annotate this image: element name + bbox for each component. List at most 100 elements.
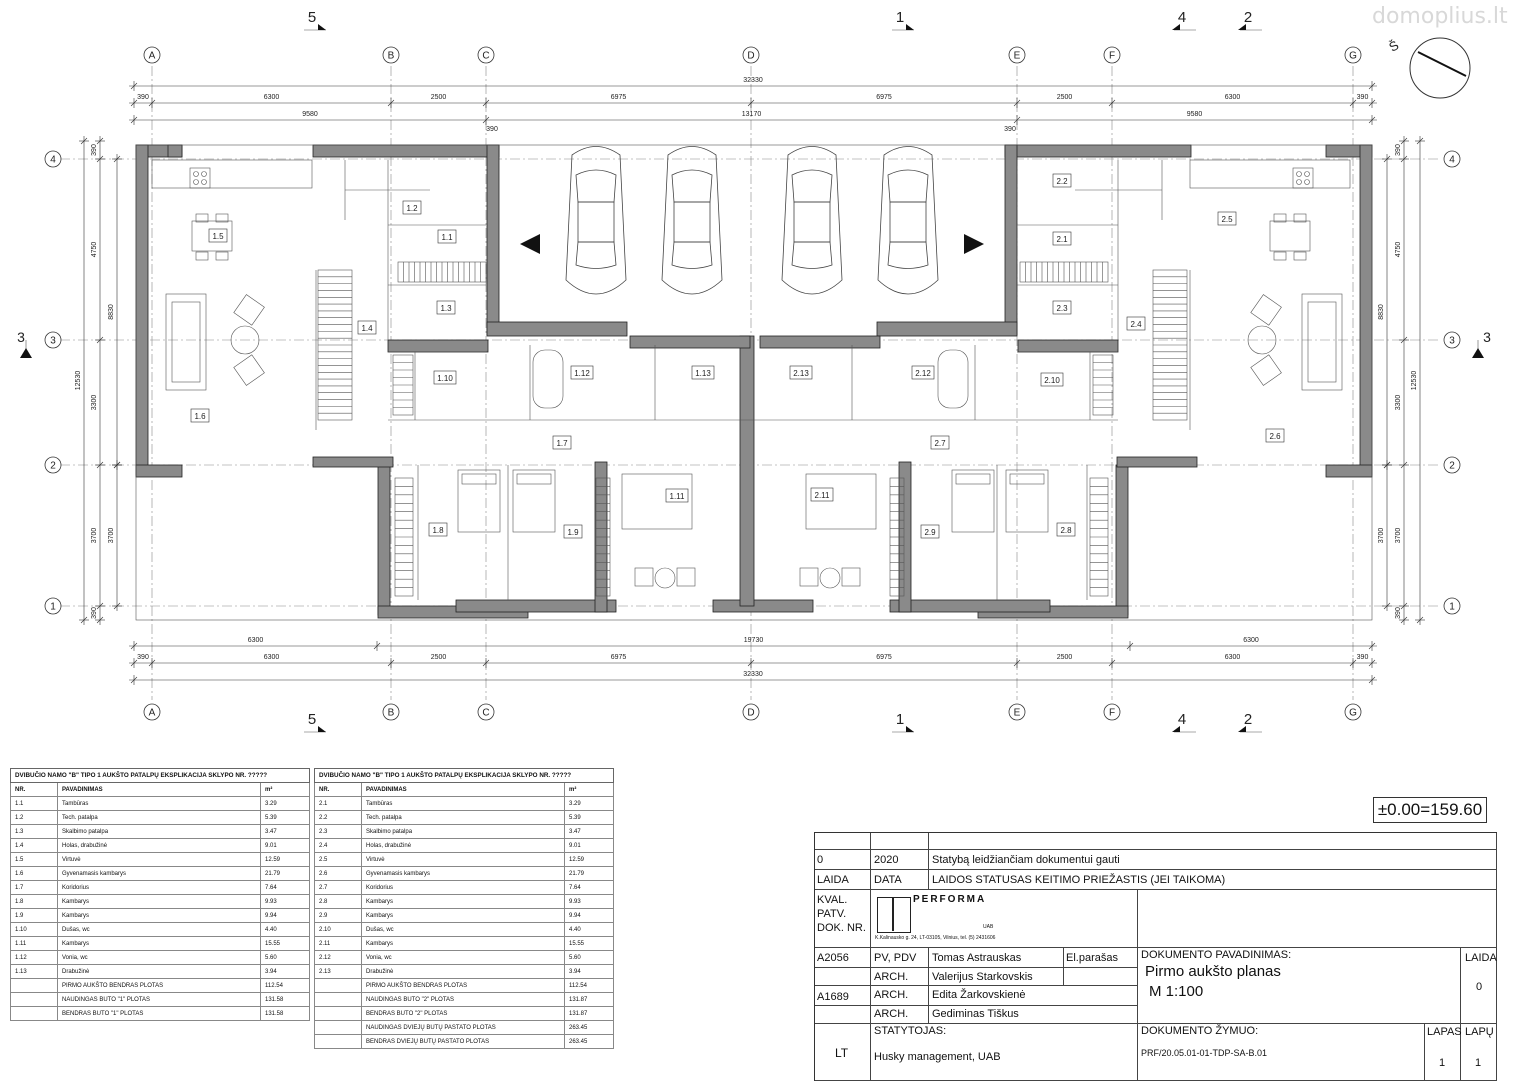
chair <box>1273 213 1287 223</box>
double-bed <box>621 473 693 530</box>
table-cell: 2.6 <box>314 866 362 881</box>
room-label: 2.11 <box>815 491 831 500</box>
wall <box>377 464 391 616</box>
table-cell: PIRMO AUKŠTO BENDRAS PLOTAS <box>361 978 565 993</box>
dining-table <box>191 220 233 252</box>
table-cell: 7.64 <box>260 880 310 895</box>
bed <box>951 469 995 533</box>
armchair <box>1250 294 1282 326</box>
dimension-label: 390 <box>137 654 149 661</box>
room-label: 2.12 <box>915 369 931 378</box>
table-cell: 21.79 <box>564 866 614 881</box>
section-arrow-icon <box>906 24 914 30</box>
car-rear-window <box>791 241 833 269</box>
wall <box>135 144 149 476</box>
dimension-label: 6300 <box>264 94 280 101</box>
armchair <box>1250 354 1282 386</box>
dim-tick <box>1108 659 1116 667</box>
car-rear-window <box>887 241 929 269</box>
table-cell: 9.93 <box>564 894 614 909</box>
dim-tick <box>1400 602 1408 610</box>
car-windshield <box>887 169 929 203</box>
room-schedule-apartment-1: DVIBUČIO NAMO "B" TIPO 1 AUKŠTO PATALPŲ … <box>10 768 310 1021</box>
section-mark-label: 1 <box>896 9 904 26</box>
builder-label: STATYTOJAS: <box>874 1025 947 1037</box>
room-label: 2.5 <box>1221 215 1233 224</box>
designer-role-1: PV, PDV <box>874 952 917 964</box>
section-mark-label: 5 <box>308 711 316 728</box>
table-cell: 3.47 <box>564 824 614 839</box>
company-address: K.Kalinausko g. 24, LT-03105, Vilnius, t… <box>875 935 996 941</box>
table-cell: 1.1 <box>10 796 58 811</box>
table-cell: 131.58 <box>260 992 310 1007</box>
room-tag <box>691 365 715 380</box>
dim-tick <box>1108 99 1116 107</box>
wall <box>1017 339 1119 353</box>
dim-tick <box>482 116 490 124</box>
table-cell: Skalbimo patalpa <box>57 824 261 839</box>
table-cell: 21.79 <box>260 866 310 881</box>
wall <box>1325 464 1373 478</box>
table-cell: 12.59 <box>564 852 614 867</box>
grid-bubble <box>1103 46 1121 64</box>
coffee-table <box>1247 325 1277 355</box>
wall <box>1359 144 1373 476</box>
dim-tick <box>96 336 104 344</box>
document-name: Pirmo aukšto planas <box>1145 963 1281 980</box>
dimension-label: 32330 <box>743 671 763 678</box>
grid-bubble-label: E <box>1014 51 1021 62</box>
grid-bubble-label: 2 <box>1449 461 1455 472</box>
room-tag <box>1040 372 1064 387</box>
grid-bubble <box>1008 46 1026 64</box>
cooktop <box>189 167 211 189</box>
table-cell: Kambarys <box>361 894 565 909</box>
designer-name-2: Valerijus Starkovskis <box>932 971 1033 983</box>
room-tag <box>1217 211 1237 226</box>
grid-bubble-label: 3 <box>50 336 56 347</box>
table-cell: 2.9 <box>314 908 362 923</box>
table-title-row: DVIBUČIO NAMO "B" TIPO 1 AUKŠTO PATALPŲ … <box>314 768 614 783</box>
table-cell: 1.6 <box>10 866 58 881</box>
dimension-label: 390 <box>1357 94 1369 101</box>
designer-name-1: Tomas Astrauskas <box>932 952 1022 964</box>
room-tag <box>1126 316 1146 331</box>
wall <box>486 144 500 336</box>
grid-bubble-label: A <box>149 708 156 719</box>
room-label: 1.12 <box>574 369 590 378</box>
elevation-reference: ±0.00=159.60 <box>1373 797 1487 823</box>
table-cell: 12.59 <box>260 852 310 867</box>
chair <box>1293 251 1307 261</box>
table-cell: Vonia, wc <box>361 950 565 965</box>
column-header: m² <box>260 782 310 797</box>
dim-tick <box>96 461 104 469</box>
revision-year: 2020 <box>874 854 899 866</box>
pillow <box>955 473 991 485</box>
designer-role-2: ARCH. <box>874 971 909 983</box>
grid-bubble <box>1443 456 1461 474</box>
room-tag <box>930 435 950 450</box>
table-cell: 1.3 <box>10 824 58 839</box>
grid-bubble-label: B <box>388 708 395 719</box>
designer-role-3: ARCH. <box>874 989 909 1001</box>
table-cell: 2.3 <box>314 824 362 839</box>
dimension-label: 3700 <box>108 528 115 544</box>
coffee-table <box>230 325 260 355</box>
table-cell: 3.29 <box>564 796 614 811</box>
section-mark-label: 3 <box>17 329 25 345</box>
bed <box>1005 469 1049 533</box>
section-mark-label: 1 <box>896 711 904 728</box>
dimension-label: 19730 <box>744 637 764 644</box>
designer-role-4: ARCH. <box>874 1008 909 1020</box>
section-mark-label: 4 <box>1178 9 1186 26</box>
table-cell: 1.7 <box>10 880 58 895</box>
